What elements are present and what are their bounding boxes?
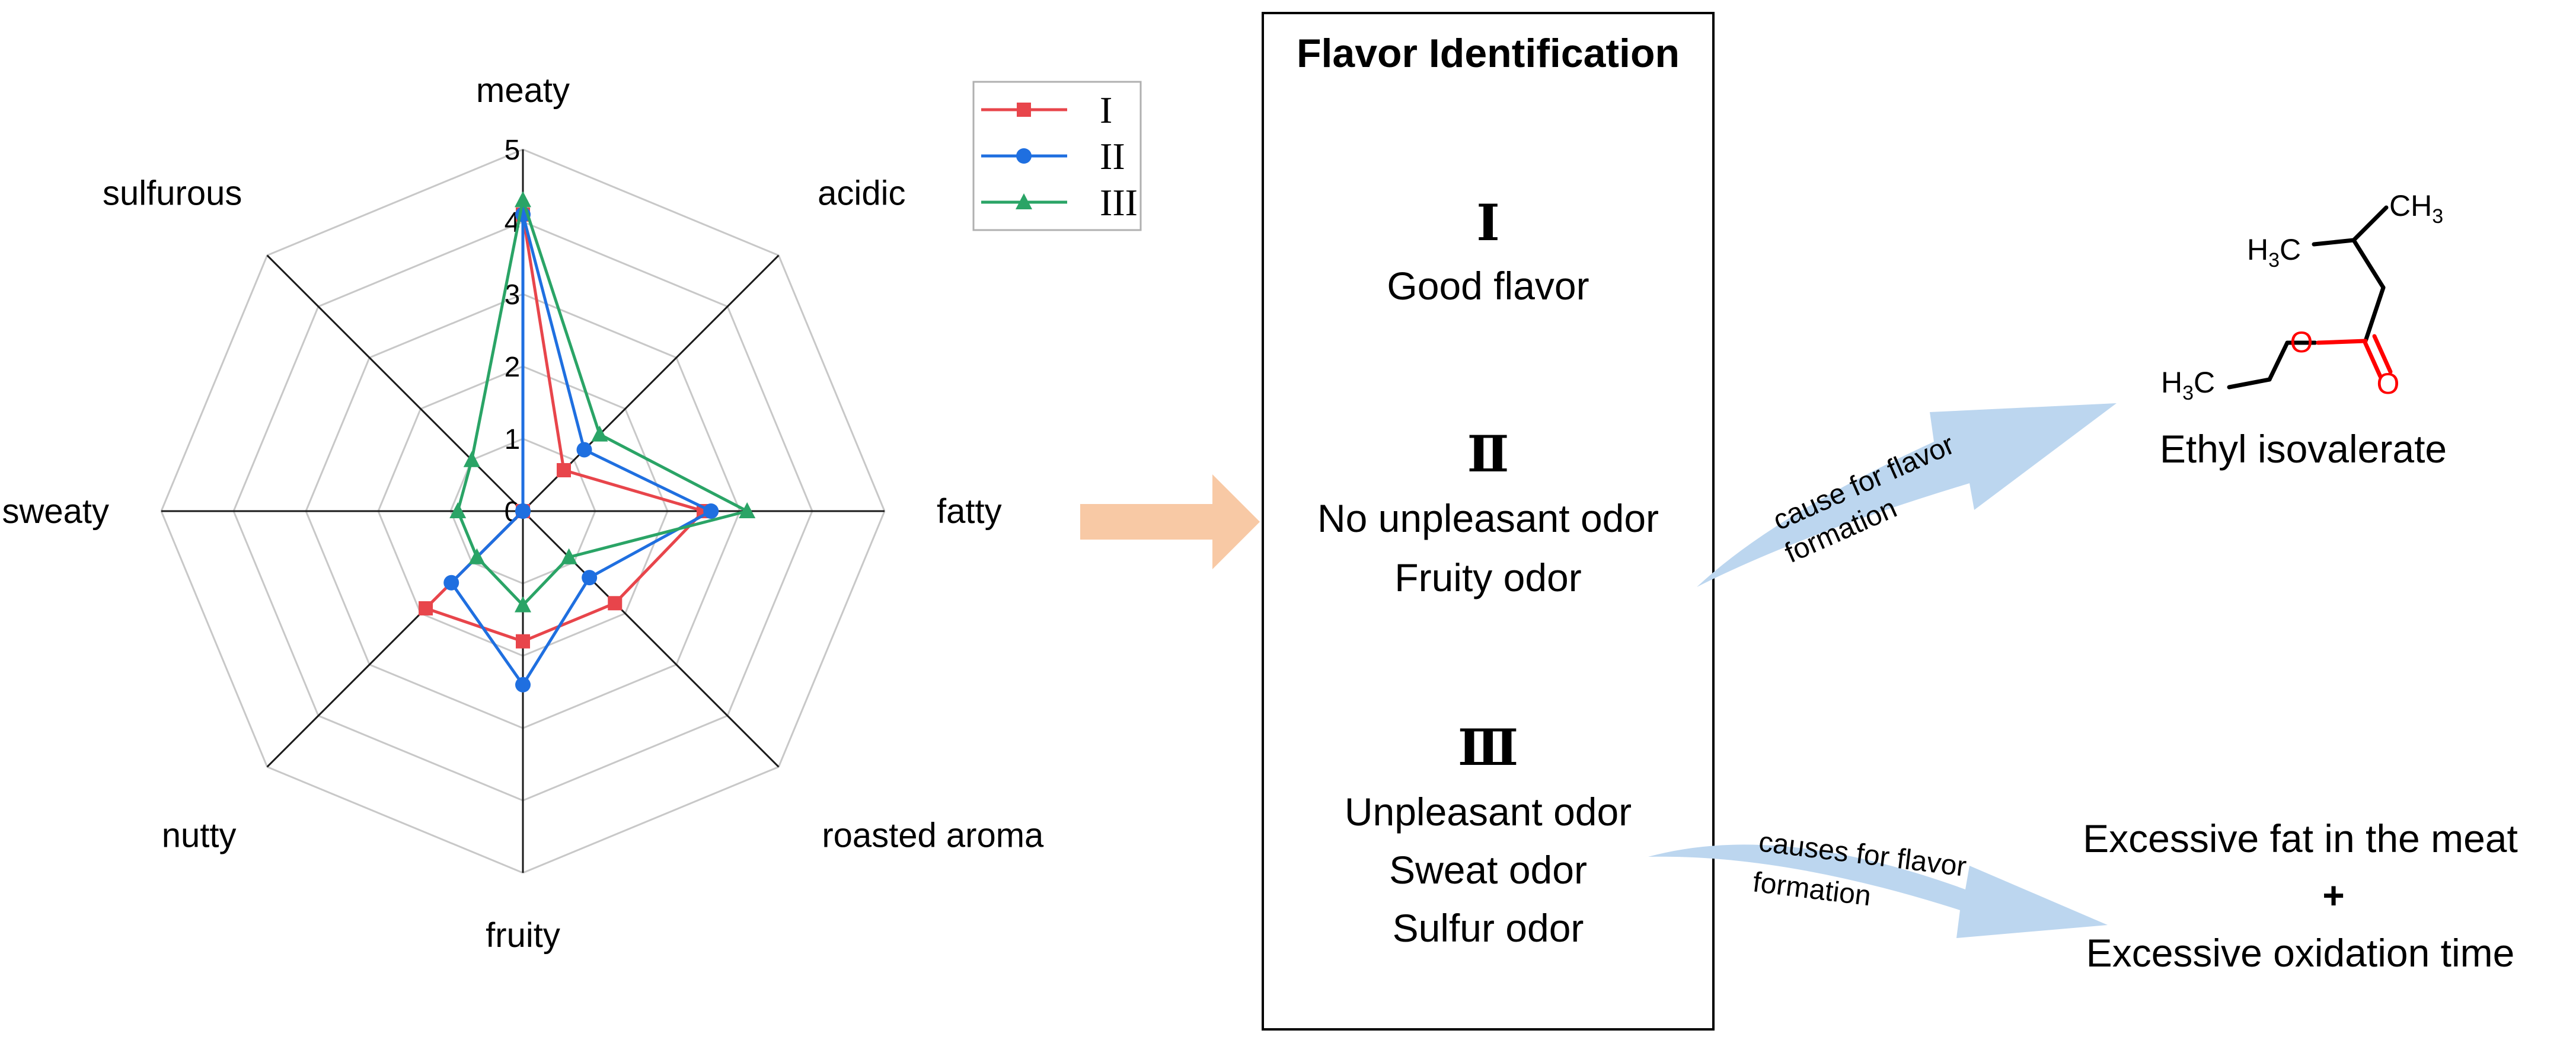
group-3-line-2: Sweat odor	[1389, 848, 1587, 892]
radar-axis-label: acidic	[818, 174, 905, 213]
h3c-ethyl-label: H3C	[2161, 366, 2215, 404]
radar-point	[703, 503, 719, 519]
radar-axis-label: fruity	[486, 916, 560, 955]
radar-point	[419, 601, 433, 615]
radar-point	[557, 463, 572, 477]
legend-label: I	[1100, 89, 1112, 131]
lower-cause-arrow: causes for flavor formation	[1648, 826, 2108, 938]
ethyl-isovalerate-structure: CH3 H3C H3C O O Ethyl isovalerate	[2160, 189, 2447, 471]
group-3-roman: Ⅲ	[1458, 721, 1518, 776]
molecule-bonds	[2227, 205, 2389, 390]
flavor-identification-box: Flavor Identification Ⅰ Good flavor Ⅱ No…	[1262, 12, 1715, 1031]
radar-point	[576, 442, 592, 458]
radar-axis-label: fatty	[937, 492, 1002, 531]
legend-item: I	[981, 89, 1112, 131]
radar-tick-label: 5	[505, 135, 521, 166]
radar-axis-label: sulfurous	[103, 174, 242, 213]
group-2-line-2: Fruity odor	[1394, 556, 1581, 599]
radar-series-line	[449, 213, 713, 687]
radar-point	[468, 548, 486, 564]
upper-cause-arrow: cause for flavor formation	[1697, 403, 2117, 587]
big-arrow-shape	[1080, 474, 1260, 569]
radar-axis-label: nutty	[162, 816, 237, 854]
radar-point	[591, 425, 608, 442]
legend-label: II	[1100, 135, 1125, 177]
radar-series-line	[456, 198, 749, 607]
radar-axis-label: meaty	[476, 71, 570, 110]
legend-item: III	[981, 181, 1138, 224]
radar-series-group	[443, 206, 719, 693]
radar-point	[515, 677, 531, 693]
radar-point	[463, 451, 480, 467]
radar-point	[515, 503, 531, 519]
radar-point	[515, 191, 531, 208]
molecule-name: Ethyl isovalerate	[2160, 427, 2447, 471]
radar-axis-label: roasted aroma	[822, 816, 1044, 854]
lower-arrow-shape	[1648, 844, 2108, 938]
radar-point	[443, 575, 459, 591]
result-line-1: Excessive fat in the meat	[2083, 816, 2518, 860]
radar-tick-label: 2	[505, 352, 521, 383]
group-2-roman: Ⅱ	[1467, 428, 1509, 483]
group-1-line-1: Good flavor	[1387, 264, 1589, 308]
radar-point	[515, 596, 531, 613]
radar-point	[608, 596, 623, 611]
radar-point	[1016, 148, 1032, 164]
radar-tick-label: 1	[505, 424, 521, 455]
carbonyl-oxygen-label: O	[2377, 367, 2400, 400]
radar-point	[516, 634, 530, 649]
legend-item: II	[981, 135, 1125, 177]
upper-arrow-shape	[1697, 403, 2117, 587]
radar-point	[1017, 103, 1031, 117]
flavor-box-frame	[1262, 12, 1715, 1031]
result-plus: +	[2322, 874, 2344, 917]
group-3-line-3: Sulfur odor	[1393, 906, 1584, 950]
radar-point	[449, 502, 467, 518]
radar-point	[582, 570, 598, 586]
ch3-top-label: CH3	[2389, 189, 2443, 228]
radar-point	[739, 502, 756, 518]
radar-point	[560, 548, 577, 564]
h3c-left-label: H3C	[2247, 233, 2301, 272]
radar-spoke	[266, 254, 524, 512]
radar-spoke	[522, 510, 780, 768]
radar-series	[419, 191, 756, 693]
group-2-line-1: No unpleasant odor	[1317, 496, 1659, 540]
radar-series-group	[449, 191, 756, 613]
group-1-roman: Ⅰ	[1476, 196, 1499, 251]
radar-point	[1016, 193, 1032, 209]
group-3-line-1: Unpleasant odor	[1345, 790, 1632, 834]
legend-label: III	[1100, 181, 1138, 224]
molecule-oxygen-bonds	[2316, 334, 2393, 379]
result-line-2: Excessive oxidation time	[2086, 931, 2515, 975]
flavor-box-title: Flavor Identification	[1297, 31, 1680, 76]
radar-axis-labels: meaty acidic fatty roasted aroma fruity nutty…	[2, 71, 1044, 955]
ester-oxygen-label: O	[2290, 326, 2313, 359]
radar-series-group	[419, 207, 711, 649]
radar-axis-label: sweaty	[2, 492, 109, 531]
cause-result-text: Excessive fat in the meat + Excessive ox…	[2083, 816, 2518, 975]
